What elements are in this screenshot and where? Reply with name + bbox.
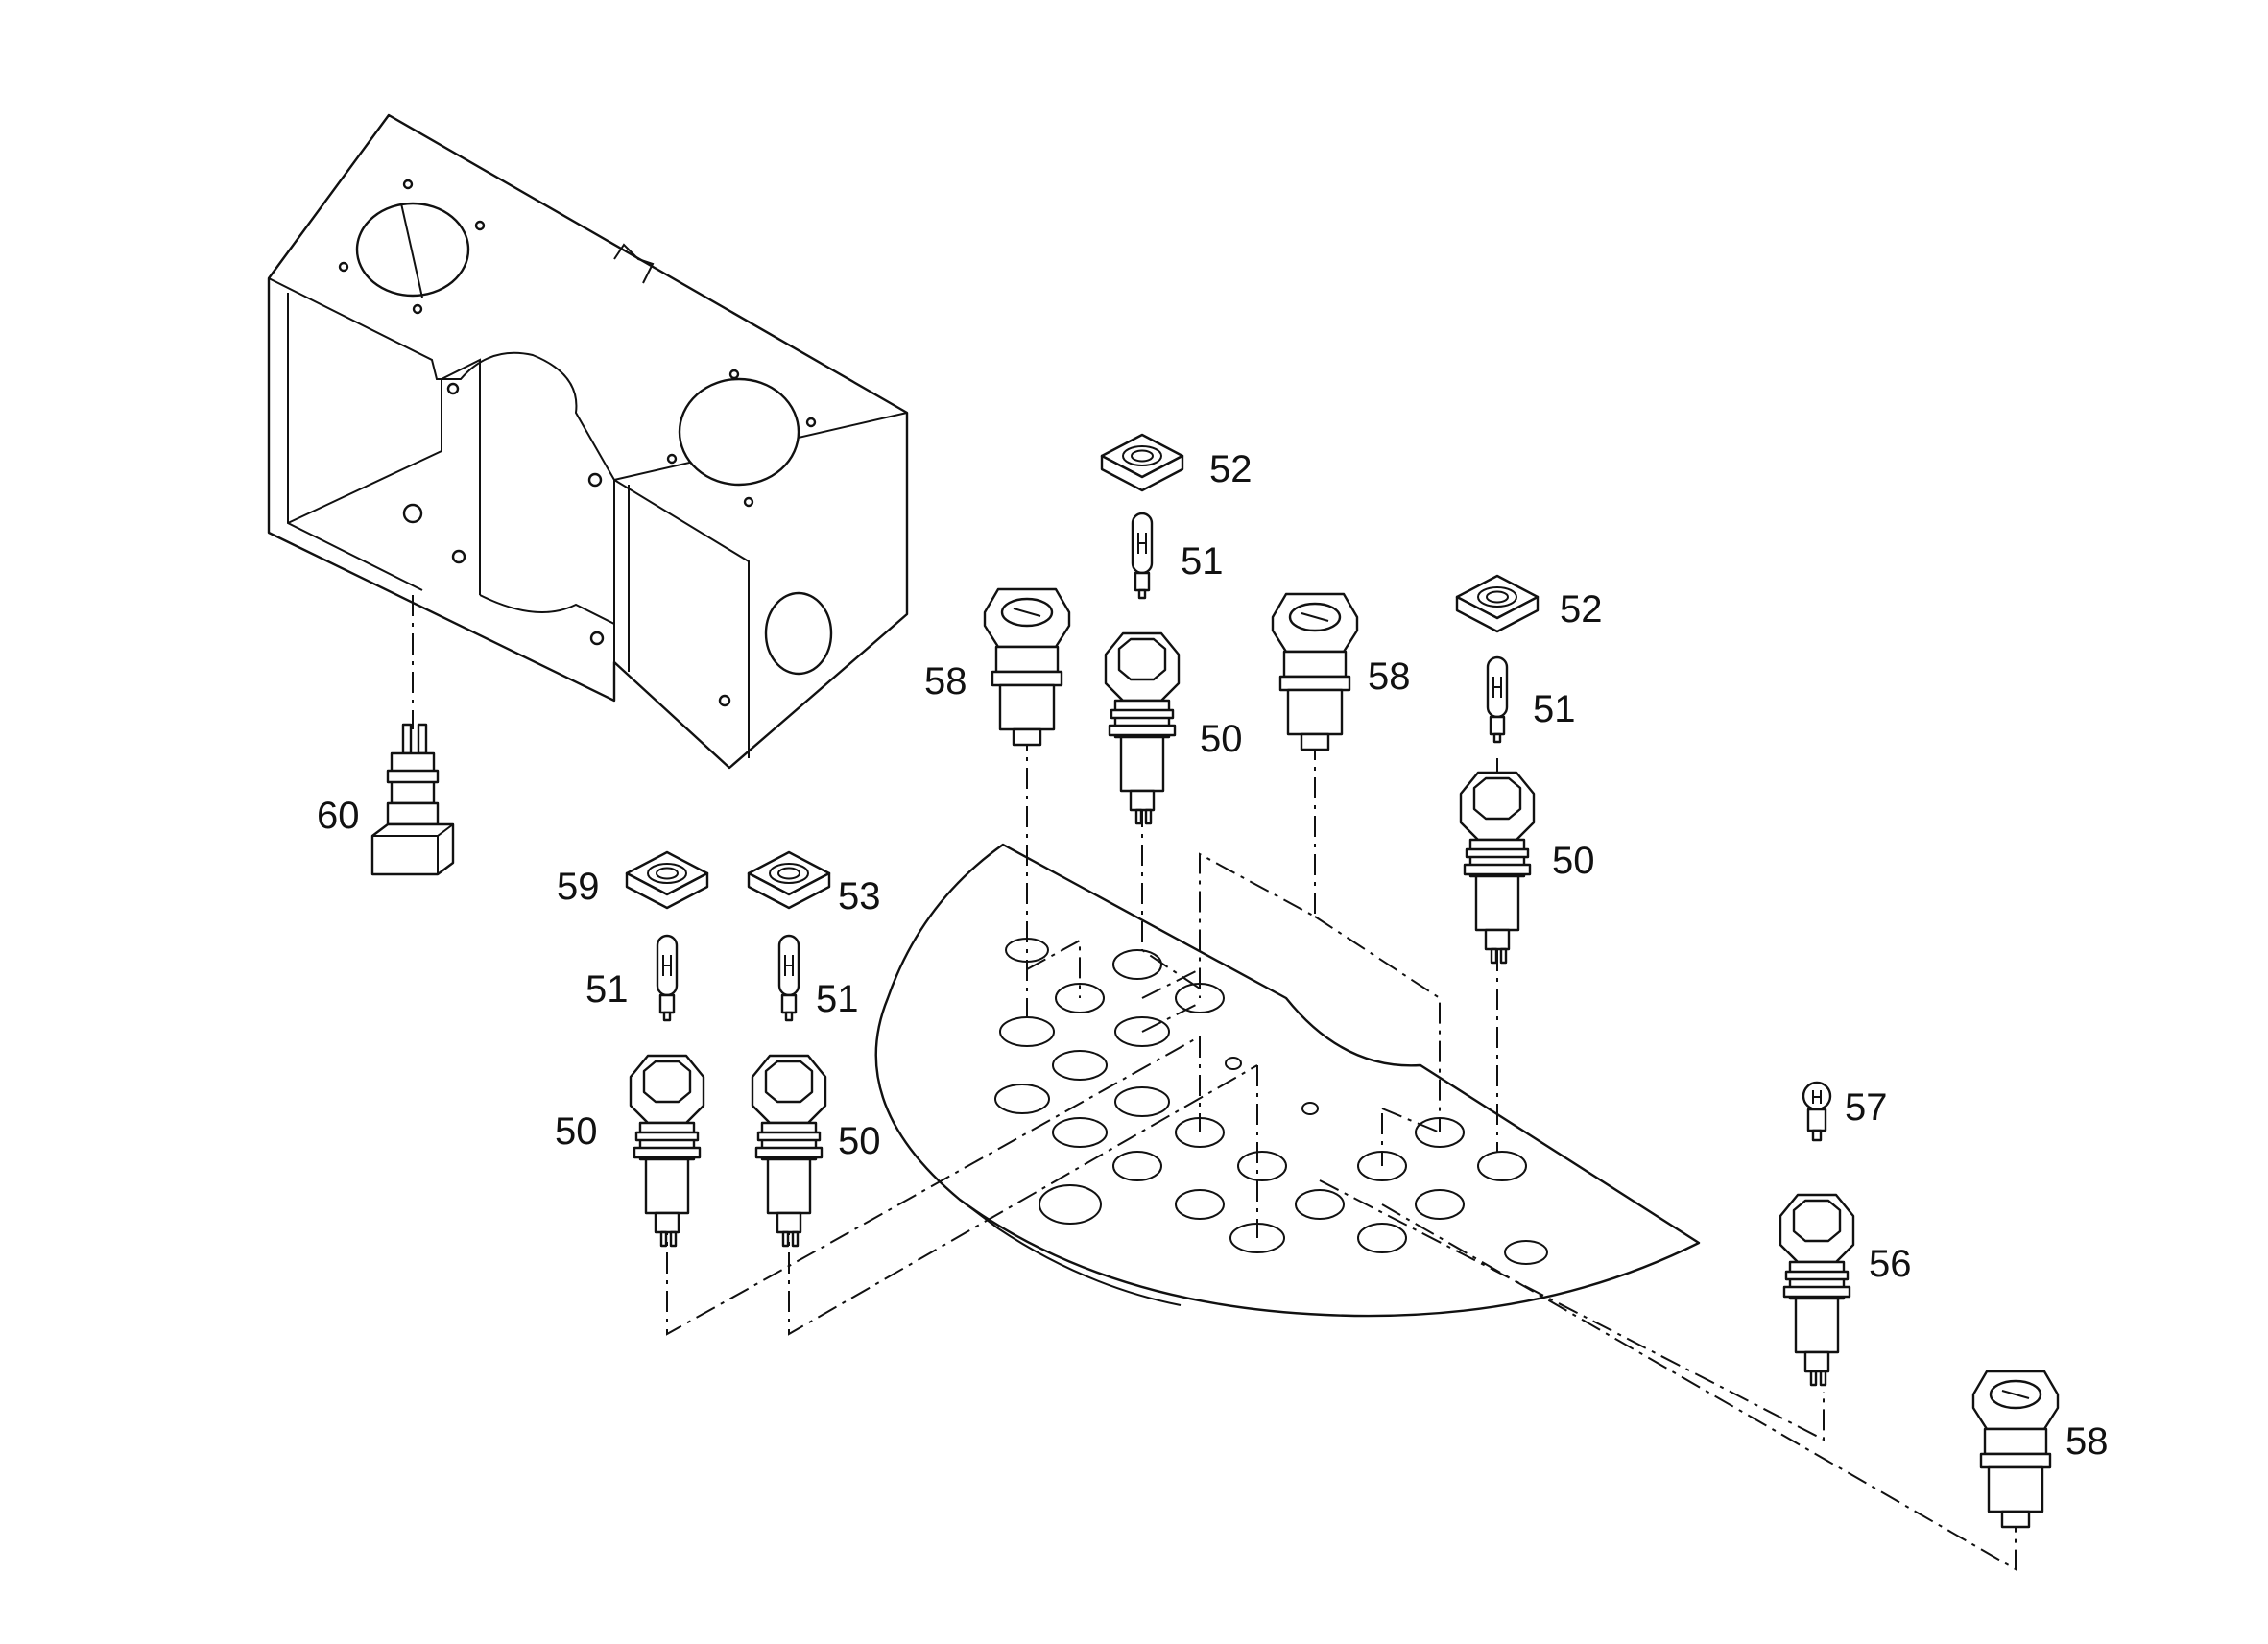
part-50-pushbutton-c bbox=[629, 1054, 705, 1248]
callout-57: 57 bbox=[1845, 1086, 1888, 1129]
part-53-lens-cap bbox=[747, 850, 831, 910]
callout-50: 50 bbox=[555, 1110, 598, 1153]
part-52-lens-cap-a bbox=[1100, 433, 1184, 492]
part-58-keyswitch-a bbox=[983, 587, 1071, 747]
callout-58: 58 bbox=[924, 660, 967, 703]
callout-56: 56 bbox=[1869, 1243, 1912, 1285]
part-60-switch bbox=[370, 723, 455, 876]
callout-52: 52 bbox=[1209, 448, 1253, 490]
callout-51: 51 bbox=[585, 968, 629, 1011]
callout-58: 58 bbox=[1368, 655, 1411, 698]
part-50-pushbutton-a bbox=[1104, 631, 1181, 825]
callout-53: 53 bbox=[838, 875, 881, 917]
callout-51: 51 bbox=[816, 978, 859, 1020]
part-58-keyswitch-c bbox=[1971, 1370, 2060, 1529]
callout-50: 50 bbox=[1200, 718, 1243, 760]
callout-50: 50 bbox=[1552, 840, 1595, 882]
callout-59: 59 bbox=[557, 866, 600, 908]
callout-51: 51 bbox=[1181, 540, 1224, 583]
housing-box bbox=[267, 113, 909, 770]
part-57-bulb bbox=[1802, 1081, 1832, 1142]
callout-52: 52 bbox=[1560, 588, 1603, 631]
part-50-pushbutton-b bbox=[1459, 771, 1536, 965]
part-51-bulb-d bbox=[777, 934, 800, 1022]
callout-50: 50 bbox=[838, 1120, 881, 1162]
part-50-pushbutton-d bbox=[751, 1054, 827, 1248]
callout-60: 60 bbox=[317, 795, 360, 837]
part-51-bulb-b bbox=[1486, 655, 1509, 744]
callout-51: 51 bbox=[1533, 688, 1576, 730]
part-51-bulb-a bbox=[1131, 512, 1154, 600]
part-59-lens-cap bbox=[625, 850, 709, 910]
mounting-plate bbox=[874, 843, 1701, 1318]
part-58-keyswitch-b bbox=[1271, 592, 1359, 751]
part-56-pushbutton bbox=[1779, 1193, 1855, 1387]
part-52-lens-cap-b bbox=[1455, 574, 1540, 633]
callout-labels: 52 51 58 50 58 52 51 50 60 59 53 51 51 5… bbox=[317, 448, 2109, 1463]
callout-58: 58 bbox=[2065, 1420, 2109, 1463]
part-51-bulb-c bbox=[656, 934, 679, 1022]
assembly-lines bbox=[412, 595, 2017, 1571]
